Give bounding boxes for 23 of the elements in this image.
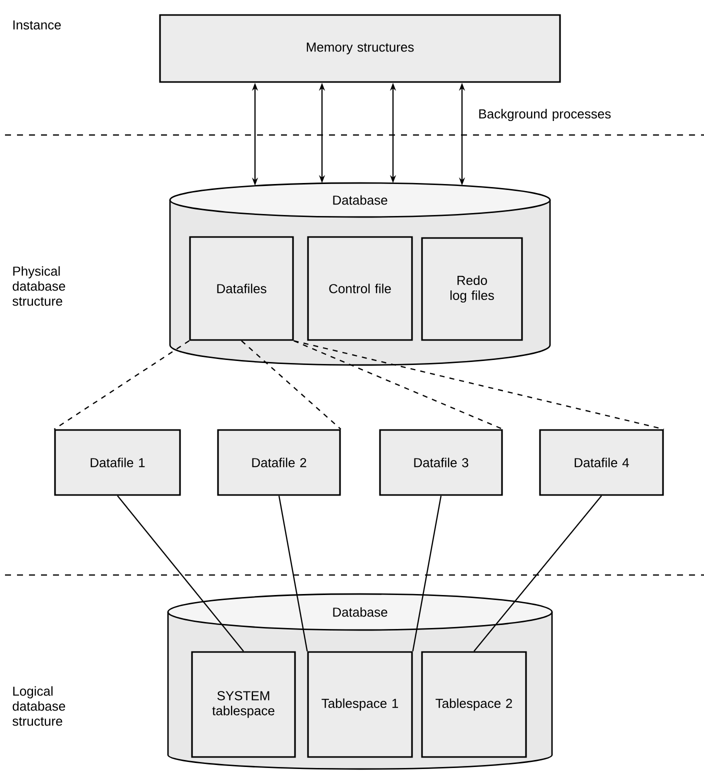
section-label: Logical database structure: [12, 686, 66, 726]
connector-line: [474, 495, 602, 652]
connector-line: [117, 495, 244, 652]
section-label: Physical database structure: [12, 266, 66, 306]
memory-box: Memory structures: [159, 14, 561, 83]
file-box: Datafiles: [189, 236, 294, 341]
tablespace-box: Tablespace 1: [307, 651, 413, 758]
file-box: Datafile 1: [54, 429, 181, 496]
file-box: Datafile 4: [539, 429, 664, 496]
dashed-line: [294, 340, 664, 430]
dashed-line: [54, 340, 190, 430]
file-box: Control file: [307, 236, 413, 341]
dashed-line: [241, 340, 342, 430]
connector-line: [278, 496, 308, 652]
dashed-line: [294, 340, 504, 430]
file-box: Datafile 3: [379, 429, 503, 496]
file-box: Datafile 2: [217, 429, 341, 496]
tablespace-box: Tablespace 2: [421, 651, 527, 758]
section-label: Instance: [13, 20, 61, 30]
file-box: Redo log files: [421, 237, 523, 341]
section-label: Background processes: [479, 108, 611, 122]
connector-line: [412, 496, 442, 652]
tablespace-box: SYSTEM tablespace: [191, 651, 296, 758]
